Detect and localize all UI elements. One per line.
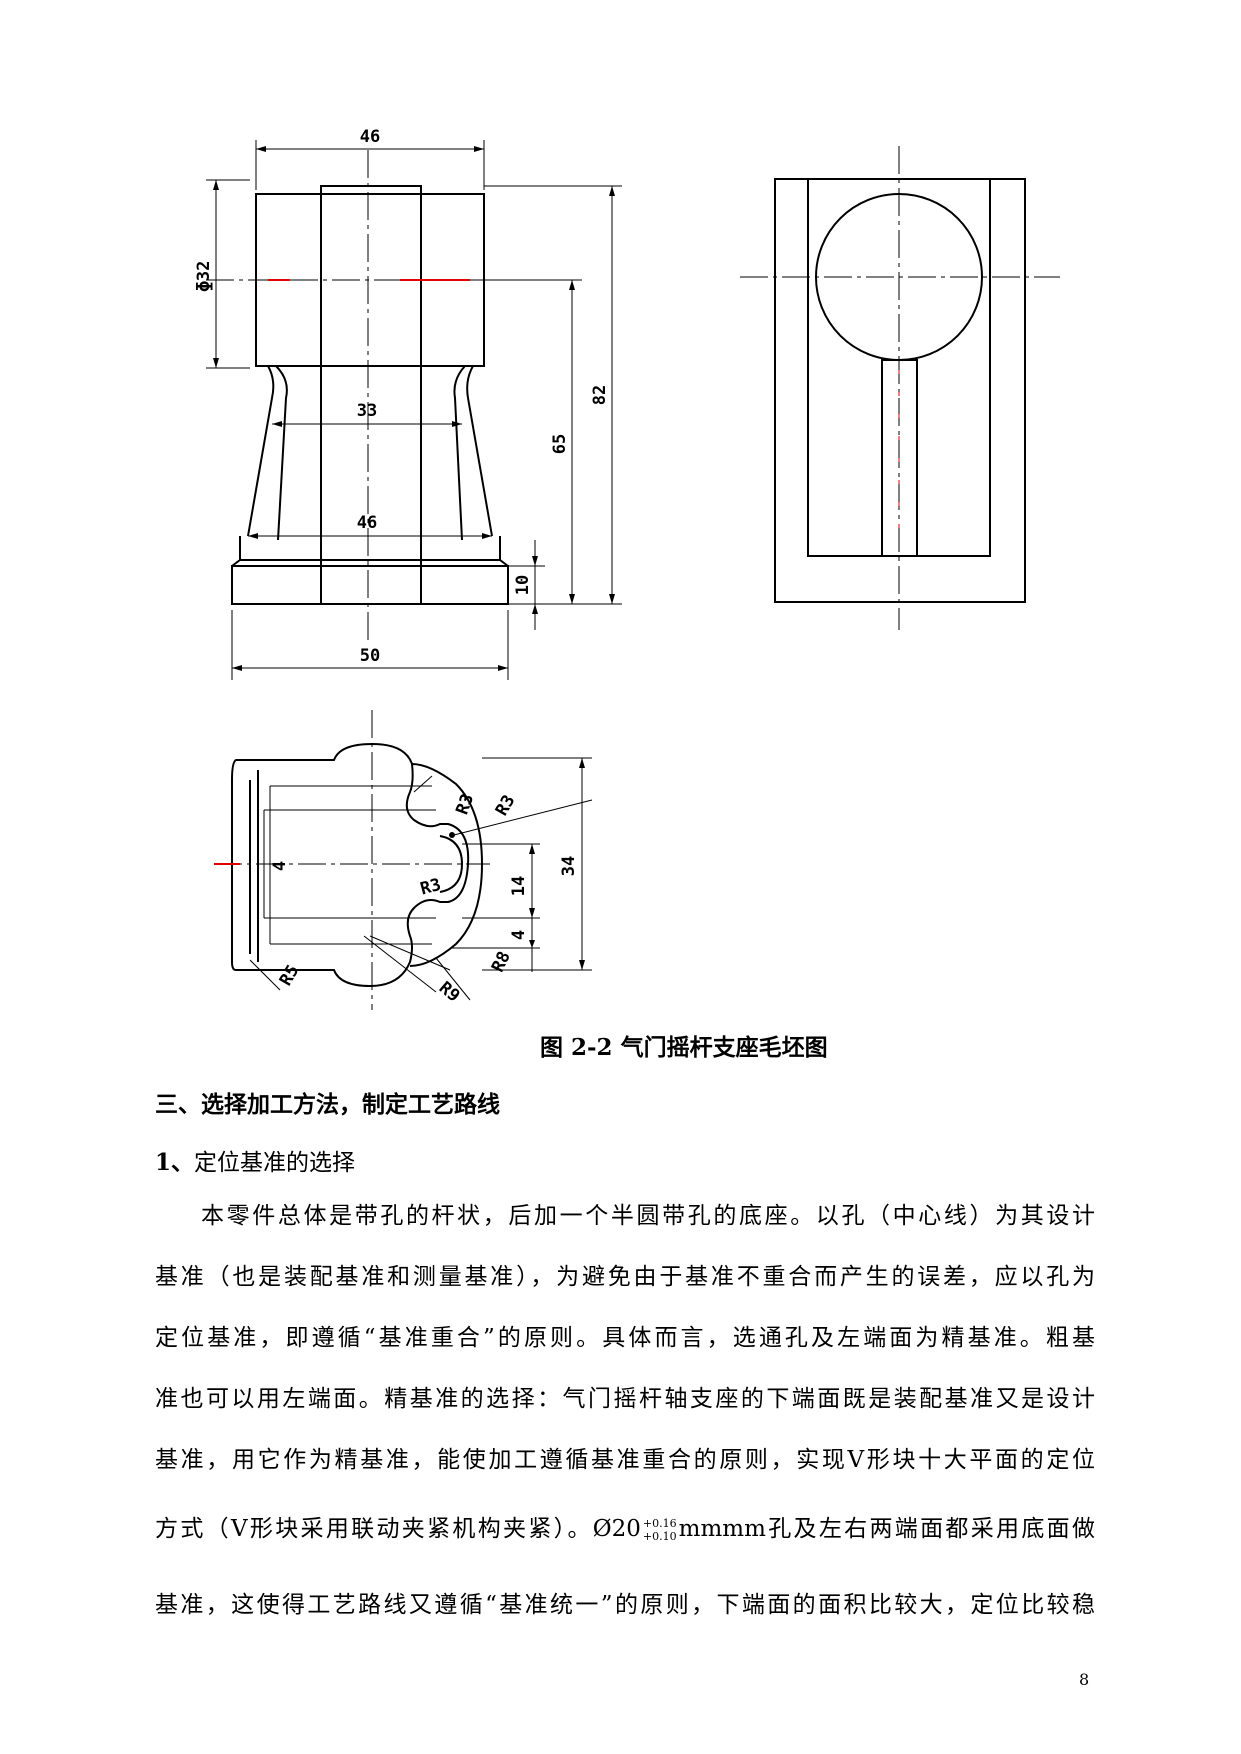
dim-base-width: 50 bbox=[360, 646, 380, 666]
subsection-number: 1、 bbox=[155, 1149, 195, 1176]
paragraph-line: 定位基准，即遵循“基准重合”的原则。具体而言，选通孔及左端面为精基准。粗基 bbox=[155, 1325, 1095, 1351]
paragraph-line: 本零件总体是带孔的杆状，后加一个半圆带孔的底座。以孔（中心线）为其设计 bbox=[201, 1203, 1095, 1229]
paragraph-line: 基准，用它作为精基准，能使加工遵循基准重合的原则，实现V形块十大平面的定位 bbox=[155, 1447, 1095, 1473]
side-view-drawing bbox=[740, 146, 1060, 630]
paragraph-line: 基准（也是装配基准和测量基准），为避免由于基准不重合而产生的误差，应以孔为 bbox=[155, 1264, 1095, 1290]
dim-width-34: 34 bbox=[559, 856, 579, 876]
dim-r3-c: R3 bbox=[418, 875, 443, 900]
figure-caption: 图 2-2 气门摇杆支座毛坯图 bbox=[540, 1034, 828, 1061]
paragraph-line: 基准，这使得工艺路线又遵循“基准统一”的原则，下端面的面积比较大，定位比较稳 bbox=[155, 1592, 1095, 1618]
body-paragraph: 本零件总体是带孔的杆状，后加一个半圆带孔的底座。以孔（中心线）为其设计 基准（也… bbox=[155, 1186, 1095, 1643]
dim-r8: R8 bbox=[488, 948, 515, 975]
section-heading: 三、选择加工方法，制定工艺路线 bbox=[155, 1091, 500, 1118]
subsection-heading: 1、定位基准的选择 bbox=[155, 1143, 355, 1177]
paragraph-line: 准也可以用左端面。精基准的选择：气门摇杆轴支座的下端面既是装配基准又是设计 bbox=[155, 1386, 1095, 1412]
paragraph-text: mmmm孔及左右两端面都采用底面做 bbox=[678, 1516, 1095, 1542]
dim-r9: R9 bbox=[435, 978, 464, 1006]
dim-center-height: 65 bbox=[550, 434, 570, 454]
dim-offset-4: 4 bbox=[509, 930, 529, 940]
dim-r3-b: R3 bbox=[492, 792, 520, 820]
dim-top-width: 46 bbox=[360, 127, 380, 147]
page-number: 8 bbox=[1079, 1670, 1090, 1689]
dim-lower-width: 46 bbox=[357, 513, 377, 533]
paragraph-text: 方式（V形块采用联动夹紧机构夹紧）。Ø20 bbox=[155, 1516, 641, 1542]
subsection-title: 定位基准的选择 bbox=[194, 1150, 356, 1176]
dim-total-height: 82 bbox=[590, 385, 610, 405]
bottom-view-drawing: 34 14 4 4 R3 R3 R3 R5 R9 R8 bbox=[214, 710, 593, 1010]
dim-r5: R5 bbox=[276, 962, 304, 990]
dim-base-thickness: 10 bbox=[513, 575, 533, 595]
dim-bore-dia: ɸ32 bbox=[194, 261, 214, 292]
tolerance-stack: +0.16+0.10 bbox=[643, 1517, 677, 1543]
dim-neck-width: 33 bbox=[357, 401, 377, 421]
dim-small-4: 4 bbox=[270, 861, 290, 871]
dim-slot-14: 14 bbox=[509, 876, 529, 896]
tolerance-lower: +0.10 bbox=[642, 1530, 677, 1543]
tolerance-upper: +0.16 bbox=[642, 1517, 677, 1530]
front-view-drawing: 46 50 33 46 ɸ32 82 65 10 bbox=[194, 127, 622, 680]
